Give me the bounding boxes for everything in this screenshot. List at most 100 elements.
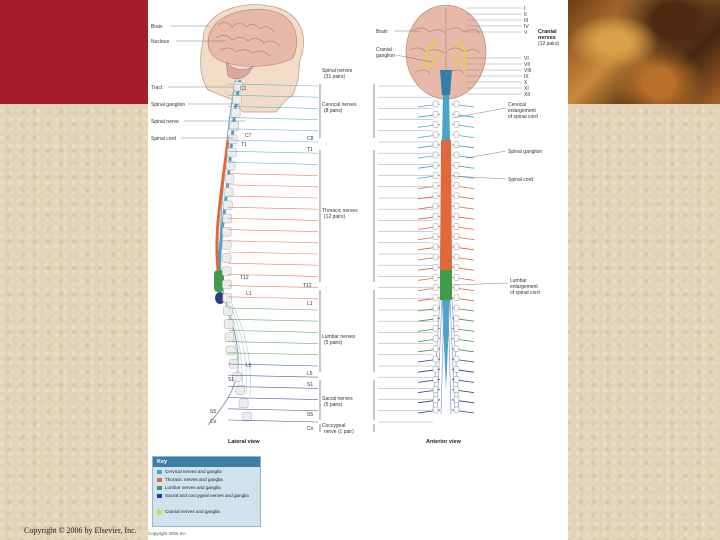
vertebra (232, 372, 242, 382)
vertebra (225, 160, 236, 171)
anterior-ganglion-left (432, 243, 439, 251)
vertebra (232, 94, 242, 105)
anterior-ganglion-right (453, 304, 460, 312)
anterior-ganglion-left (432, 376, 439, 383)
cranial-numeral: III (524, 18, 528, 24)
spinal-nerve-line (227, 195, 319, 199)
label-cranial-nerves-2: nerves (538, 35, 556, 41)
anterior-ganglion-right (453, 223, 460, 230)
label-sacral-nerves: Sacral nerves (322, 396, 353, 402)
label-mid-l5: L5 (307, 371, 313, 377)
anterior-ganglion-right (453, 121, 460, 128)
label-mid-s5: S5 (307, 412, 313, 418)
label-lumbar-pairs: (5 pairs) (324, 340, 343, 346)
spinal-nerve-line (227, 240, 319, 244)
cranial-numeral: VIII (524, 68, 532, 74)
anterior-ganglion-right (453, 345, 460, 352)
key-label-cranial: Cranial nerves and ganglia (165, 509, 220, 514)
label-spinal-cord: Spinal cord (151, 136, 176, 142)
cranial-numeral: IV (524, 24, 529, 30)
anterior-ganglion-left (432, 386, 439, 393)
label-thoracic-pairs: (12 pairs) (324, 214, 345, 220)
spinal-nerve-line (227, 419, 319, 423)
label-spinal-ganglion: Spinal ganglion (151, 102, 185, 108)
anterior-ganglion-left (432, 223, 439, 230)
anterior-ganglion-left (432, 264, 439, 271)
anterior-ganglion-left (432, 202, 439, 210)
label-lumbar-nerves: Lumbar nerves (322, 334, 356, 340)
anterior-ganglion-left (432, 131, 439, 138)
key-item-sacral: Sacral and coccygeal nerves and ganglia (157, 493, 257, 498)
vertebra (228, 359, 239, 369)
anterior-ganglion-right (453, 264, 460, 271)
key-label-thoracic: Thoracic nerves and ganglia (165, 477, 223, 482)
anterior-ganglion-right (453, 161, 460, 169)
spinal-nerve-line (227, 184, 319, 188)
vertebra (225, 345, 236, 356)
label-anterior-view: Anterior view (426, 439, 462, 445)
label-lumbar-enlargement: Lumbar (510, 278, 527, 284)
anterior-ganglion-left (432, 284, 439, 291)
label-cervical-pairs: (8 pairs) (324, 108, 343, 114)
key-item-lumbar: Lumbar nerves and ganglia (157, 485, 257, 490)
label-c1: C1 (240, 86, 247, 92)
anterior-ganglion-right (453, 366, 460, 373)
vertebra (242, 411, 252, 422)
anterior-ganglion-right (453, 325, 460, 332)
label-cervical-enlargement-2: enlargement (508, 108, 536, 114)
nerve-group-lines (227, 83, 433, 423)
label-l5: L5 (246, 363, 252, 369)
key-label-lumbar: Lumbar nerves and ganglia (165, 485, 221, 490)
label-ant-brain: Brain (376, 29, 388, 35)
label-co: Co (210, 419, 217, 425)
anterior-ganglion-right (453, 202, 460, 210)
anterior-ganglion-left (432, 253, 439, 261)
anterior-ganglion-right (453, 212, 460, 220)
spinal-nerve-line (227, 318, 319, 322)
vertebra (221, 266, 232, 276)
anterior-ganglion-left (432, 294, 439, 301)
cranial-numeral: II (524, 12, 527, 18)
anterior-ganglion-left (432, 161, 439, 169)
label-cervical-enlargement-3: of spinal cord (508, 114, 538, 120)
vertebra (229, 121, 239, 131)
label-l1: L1 (246, 291, 252, 297)
spinal-nerve-line (227, 330, 319, 333)
spinal-nerve-line (227, 94, 319, 98)
label-mid-l1: L1 (307, 301, 313, 307)
label-mid-t1: T1 (307, 147, 313, 153)
label-t12: T12 (240, 275, 249, 281)
spinal-nerve-line (227, 83, 319, 87)
anterior-ganglion-left (432, 335, 439, 342)
anterior-ganglion-left (432, 233, 439, 240)
anterior-nerve-branches (417, 100, 475, 414)
cranial-numeral: XII (524, 92, 530, 98)
key-label-sacral: Sacral and coccygeal nerves and ganglia (165, 493, 249, 498)
anterior-ganglion-right (453, 376, 460, 383)
label-ant-spinal-ganglion: Spinal ganglion (508, 149, 542, 155)
label-c8: C8 (307, 136, 314, 142)
anterior-ganglion-left (432, 304, 439, 312)
cranial-numeral: VII (524, 62, 530, 68)
label-nucleus: Nucleus (151, 39, 170, 45)
anterior-ganglion-left (432, 100, 439, 108)
key-swatch-sacral (157, 494, 162, 498)
vertebra (223, 187, 234, 197)
anterior-cord (417, 95, 475, 415)
key-swatch-lumbar (157, 486, 162, 490)
anterior-ganglion-right (453, 151, 460, 159)
cranial-numeral: I (524, 6, 525, 12)
vertebra (235, 385, 245, 395)
label-spinal-nerves: Spinal nerves (322, 68, 353, 74)
anterior-ganglion-right (453, 386, 460, 393)
anterior-ganglion-right (453, 294, 460, 301)
spinal-nerve-line (227, 386, 319, 389)
label-cranial-pairs: (12 pairs) (538, 41, 559, 47)
cranial-numeral: XI (524, 86, 529, 92)
vertebra (221, 240, 232, 250)
anterior-ganglion-right (453, 110, 460, 118)
anterior-ganglion-right (453, 233, 460, 240)
copyright-text: Copyright © 2006 by Elsevier, Inc. (24, 526, 137, 535)
label-tract: Tract (151, 85, 163, 91)
